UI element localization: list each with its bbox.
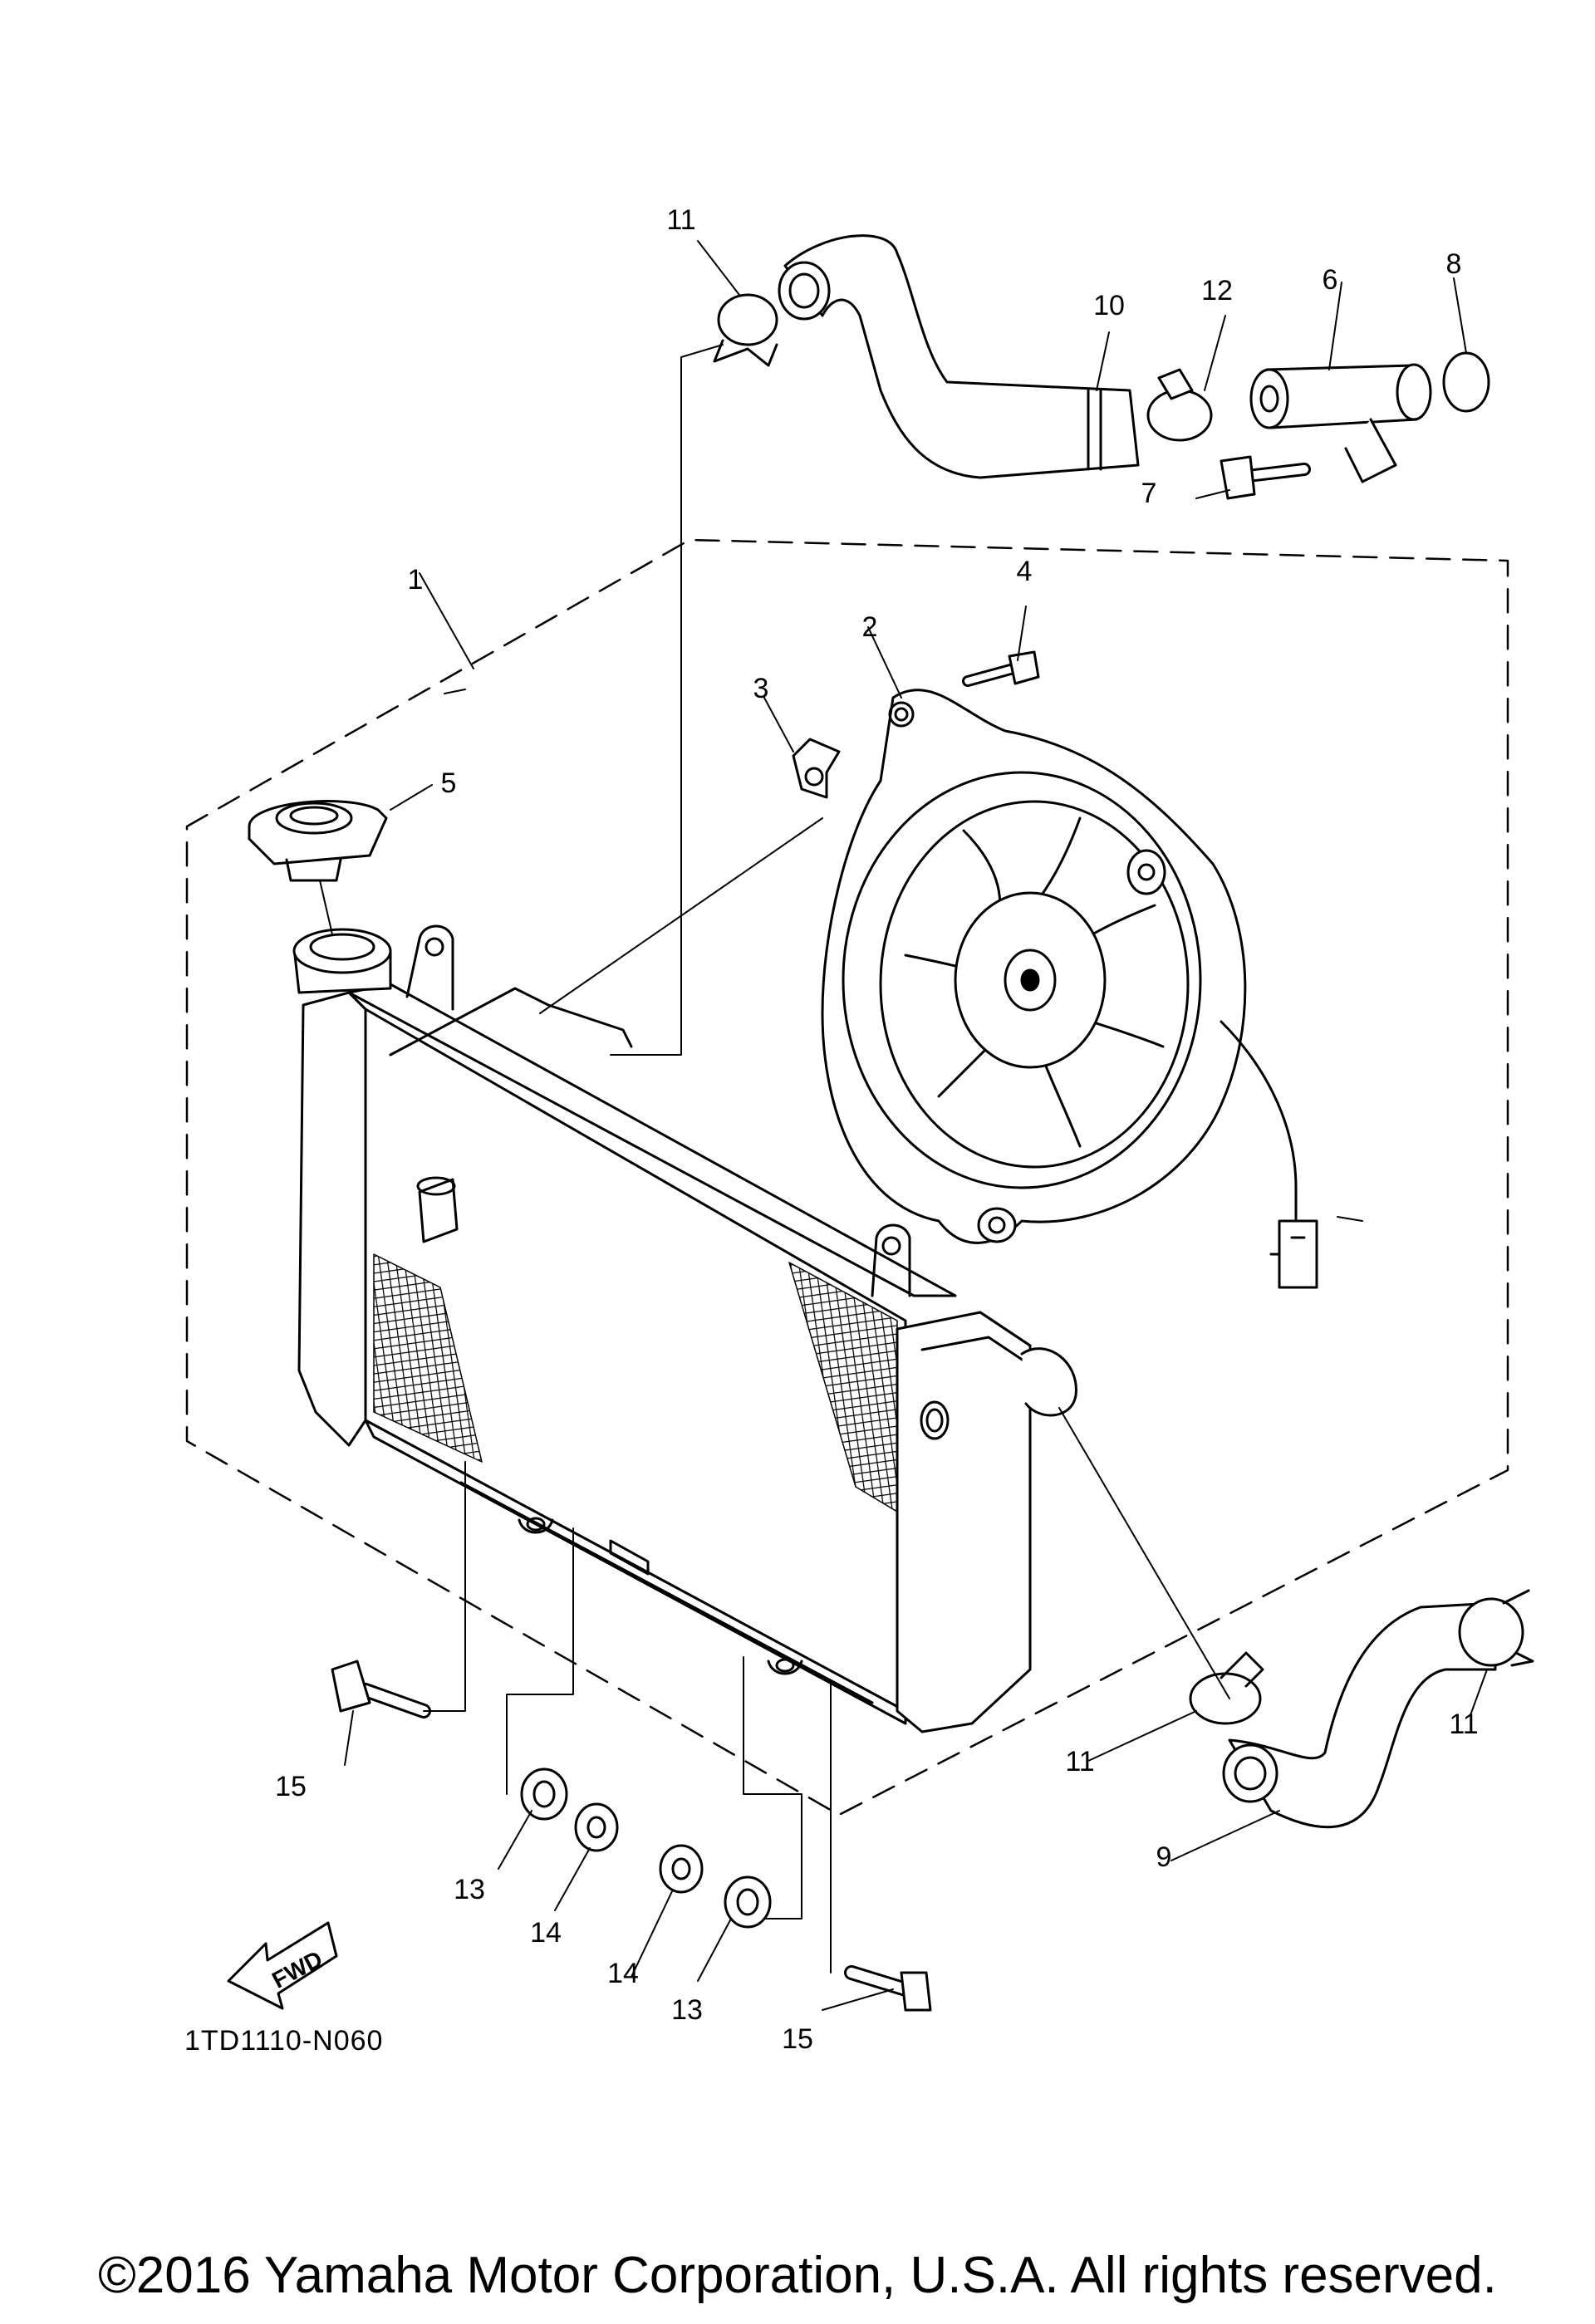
callout-11-lower-middle: 11	[1065, 1746, 1095, 1777]
callout-2: 2	[861, 611, 878, 643]
callout-15-left: 15	[275, 1771, 307, 1802]
callout-8: 8	[1445, 248, 1462, 280]
upper-radiator-hose	[778, 234, 1140, 479]
callout-7: 7	[1141, 478, 1157, 509]
callout-1: 1	[407, 564, 424, 596]
callout-12: 12	[1201, 275, 1233, 306]
bolt-part-15-right	[844, 1965, 932, 2012]
copyright-notice: ©2016 Yamaha Motor Corporation, U.S.A. A…	[98, 2247, 1497, 2304]
callout-3: 3	[753, 673, 769, 704]
hose-clamp-lower-right	[1458, 1589, 1534, 1667]
callout-10: 10	[1093, 290, 1125, 321]
hose-clamp-lower-middle	[1189, 1651, 1264, 1725]
fwd-arrow-icon: FWD	[227, 1921, 338, 2010]
bolt-part-7	[1220, 455, 1311, 500]
fan-motor-assembly	[821, 689, 1318, 1289]
lower-radiator-hose	[1222, 1601, 1497, 1829]
assembly-boundary-dashed	[185, 538, 1509, 1817]
leader-lines	[344, 240, 1488, 2011]
callout-14-left: 14	[530, 1917, 562, 1949]
callout-11-lower-right: 11	[1449, 1709, 1479, 1740]
clip-part-3	[792, 738, 841, 799]
collar-part-14-right	[659, 1844, 704, 1894]
callout-15-right: 15	[782, 2023, 813, 2055]
hose-clamp-part-12	[1146, 368, 1213, 442]
callout-13-left: 13	[454, 1874, 485, 1905]
callout-4: 4	[1016, 556, 1033, 587]
grommet-part-13-left	[520, 1768, 568, 1821]
collar-part-14-left	[574, 1802, 619, 1852]
joint-pipe-part-6	[1249, 363, 1432, 483]
callout-9: 9	[1156, 1841, 1172, 1873]
callout-11-top: 11	[666, 204, 696, 236]
radiator-core	[292, 924, 1077, 1733]
callout-5: 5	[440, 767, 457, 799]
bolt-part-15-left	[331, 1660, 431, 1718]
o-ring-part-8	[1442, 351, 1490, 413]
bolt-part-4	[962, 650, 1040, 687]
callout-14-right: 14	[607, 1958, 639, 1989]
grommet-part-13-right	[724, 1875, 772, 1929]
radiator-cap	[248, 800, 388, 882]
callout-13-right: 13	[671, 1994, 703, 2026]
callout-6: 6	[1322, 264, 1338, 296]
figure-code: 1TD1110-N060	[184, 2025, 384, 2057]
hose-clamp-top-left	[713, 293, 778, 367]
